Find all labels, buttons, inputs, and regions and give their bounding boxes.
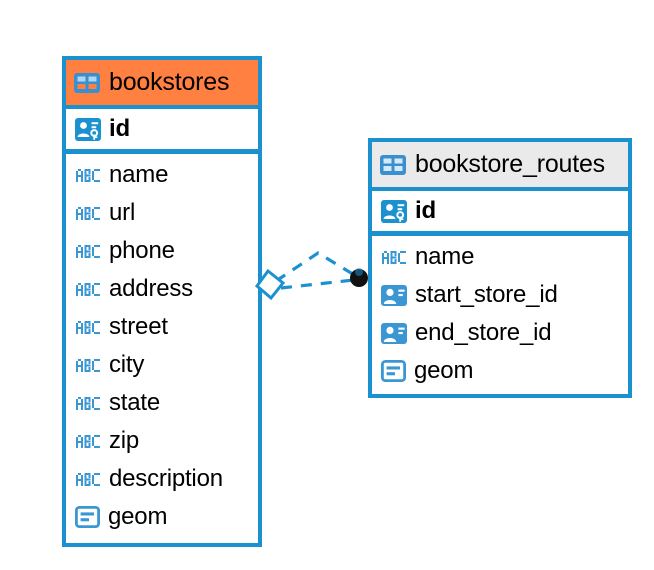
row-label: id <box>415 197 436 224</box>
abc-text-icon <box>75 393 101 413</box>
abc-text-icon <box>75 317 101 337</box>
row-bookstores-street[interactable]: street <box>66 308 258 346</box>
entity-header-bookstores[interactable]: bookstores <box>66 60 258 109</box>
attribute-list-bookstores: name url <box>66 154 258 539</box>
abc-text-icon <box>75 165 101 185</box>
row-bookstore-routes-geom[interactable]: geom <box>372 352 628 390</box>
abc-text-icon <box>75 355 101 375</box>
row-bookstores-description[interactable]: description <box>66 460 258 498</box>
row-label: name <box>415 243 475 270</box>
abc-text-icon <box>381 247 407 267</box>
row-label: start_store_id <box>415 281 558 308</box>
entity-bookstore-routes[interactable]: bookstore_routes id <box>368 138 632 398</box>
row-label: zip <box>109 427 140 454</box>
row-label: url <box>109 199 136 226</box>
row-bookstores-phone[interactable]: phone <box>66 232 258 270</box>
foreign-key-icon <box>381 322 407 344</box>
row-label: description <box>109 465 223 492</box>
primary-key-icon <box>381 199 407 223</box>
filled-circle-marker[interactable] <box>350 268 368 287</box>
row-bookstores-url[interactable]: url <box>66 194 258 232</box>
abc-text-icon <box>75 279 101 299</box>
entity-title-bookstores: bookstores <box>109 68 230 96</box>
row-bookstore-routes-end-store-id[interactable]: end_store_id <box>372 314 628 352</box>
entity-header-bookstore-routes[interactable]: bookstore_routes <box>372 142 628 191</box>
abc-text-icon <box>75 469 101 489</box>
row-bookstores-state[interactable]: state <box>66 384 258 422</box>
row-label: street <box>109 313 168 340</box>
row-label: address <box>109 275 193 302</box>
relationship-line-upper <box>275 251 357 283</box>
row-label: city <box>109 351 145 378</box>
attribute-list-bookstore-routes: name start_store_id <box>372 236 628 393</box>
table-icon <box>380 154 406 175</box>
row-label: state <box>109 389 161 416</box>
row-bookstores-geom[interactable]: geom <box>66 498 258 536</box>
geometry-icon <box>75 506 100 528</box>
row-label: id <box>109 115 130 142</box>
row-label: geom <box>414 357 474 384</box>
entity-title-bookstore-routes: bookstore_routes <box>415 150 605 178</box>
row-label: phone <box>109 237 175 264</box>
row-bookstore-routes-name[interactable]: name <box>372 238 628 276</box>
row-bookstores-address[interactable]: address <box>66 270 258 308</box>
primary-key-section-bookstores: id <box>66 109 258 154</box>
relationship-line-lower <box>280 278 355 290</box>
row-label: name <box>109 161 169 188</box>
entity-bookstores[interactable]: bookstores id <box>62 56 262 547</box>
abc-text-icon <box>75 241 101 261</box>
row-bookstores-id[interactable]: id <box>66 109 258 149</box>
primary-key-icon <box>75 117 101 141</box>
foreign-key-icon <box>381 284 407 306</box>
row-bookstores-name[interactable]: name <box>66 156 258 194</box>
abc-text-icon <box>75 431 101 451</box>
row-bookstores-city[interactable]: city <box>66 346 258 384</box>
row-label: geom <box>108 503 168 530</box>
table-icon <box>74 72 100 93</box>
row-bookstores-zip[interactable]: zip <box>66 422 258 460</box>
primary-key-section-bookstore-routes: id <box>372 191 628 236</box>
row-label: end_store_id <box>415 319 552 346</box>
geometry-icon <box>381 360 406 382</box>
row-bookstore-routes-id[interactable]: id <box>372 191 628 231</box>
row-bookstore-routes-start-store-id[interactable]: start_store_id <box>372 276 628 314</box>
abc-text-icon <box>75 203 101 223</box>
